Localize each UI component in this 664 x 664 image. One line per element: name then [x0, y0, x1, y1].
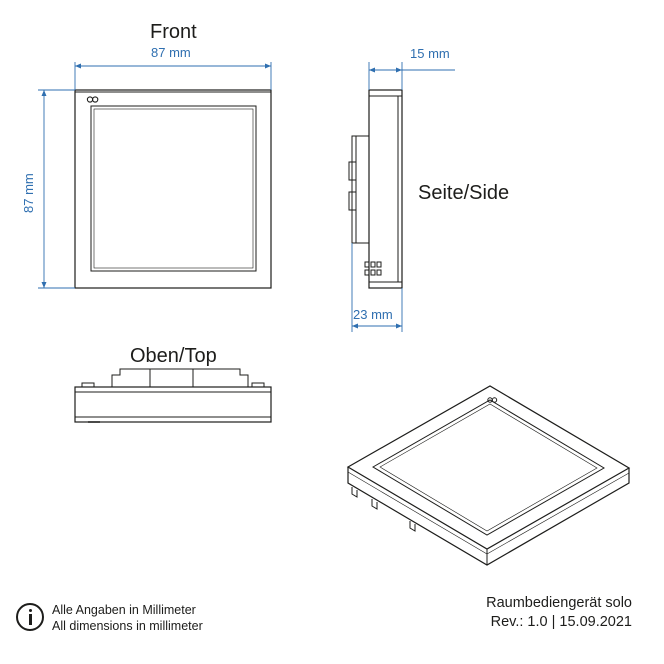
top-view-title: Oben/Top [130, 345, 217, 367]
front-width-dimension: 87 mm [151, 45, 191, 60]
side-total-dimension: 23 mm [353, 307, 393, 322]
top-view [74, 368, 272, 423]
front-dimension-lines [38, 62, 272, 289]
units-note-en: All dimensions in millimeter [52, 619, 203, 633]
product-name: Raumbediengerät solo [486, 595, 632, 611]
infinity-logo-icon [86, 96, 99, 103]
side-view [348, 89, 403, 289]
front-view [74, 89, 272, 289]
units-note-de: Alle Angaben in Millimeter [52, 603, 196, 617]
iso-infinity-logo-icon [487, 397, 498, 403]
front-view-title: Front [150, 21, 197, 43]
side-view-title: Seite/Side [418, 182, 510, 204]
isometric-view [346, 385, 631, 566]
side-dimension-lines [351, 62, 455, 332]
info-icon [16, 603, 44, 631]
revision-info: Rev.: 1.0 | 15.09.2021 [490, 614, 632, 630]
side-depth-dimension: 15 mm [410, 46, 450, 61]
